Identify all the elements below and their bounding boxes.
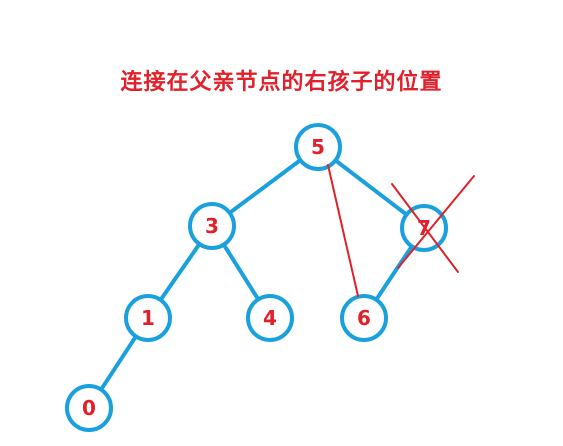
tree-edges (99, 158, 414, 392)
node-label: 4 (263, 306, 277, 330)
cross-out-stroke (391, 183, 459, 273)
tree-node-1: 1 (124, 294, 172, 342)
edge-7-6 (374, 244, 414, 302)
edge-5-3 (227, 158, 303, 215)
node-circle (124, 294, 172, 342)
new-link-line (327, 164, 359, 297)
tree-node-6: 6 (340, 294, 388, 342)
node-label: 5 (311, 135, 325, 159)
node-label: 0 (82, 396, 96, 420)
tree-node-5: 5 (294, 123, 342, 171)
edge-3-4 (221, 242, 261, 302)
node-circle (340, 294, 388, 342)
node-circle (65, 384, 113, 432)
node-label: 1 (141, 306, 155, 330)
edge-3-1 (158, 242, 202, 302)
node-circle (294, 123, 342, 171)
annotations (327, 164, 475, 297)
node-circle (246, 294, 294, 342)
diagram-caption: 连接在父亲节点的右孩子的位置 (120, 69, 443, 95)
edge-5-7 (333, 158, 409, 217)
tree-node-3: 3 (188, 202, 236, 250)
tree-node-4: 4 (246, 294, 294, 342)
edge-1-0 (99, 334, 138, 392)
node-circle (188, 202, 236, 250)
node-label: 3 (205, 214, 219, 238)
tree-node-0: 0 (65, 384, 113, 432)
cross-out-stroke (397, 175, 475, 269)
node-label: 6 (357, 306, 371, 330)
